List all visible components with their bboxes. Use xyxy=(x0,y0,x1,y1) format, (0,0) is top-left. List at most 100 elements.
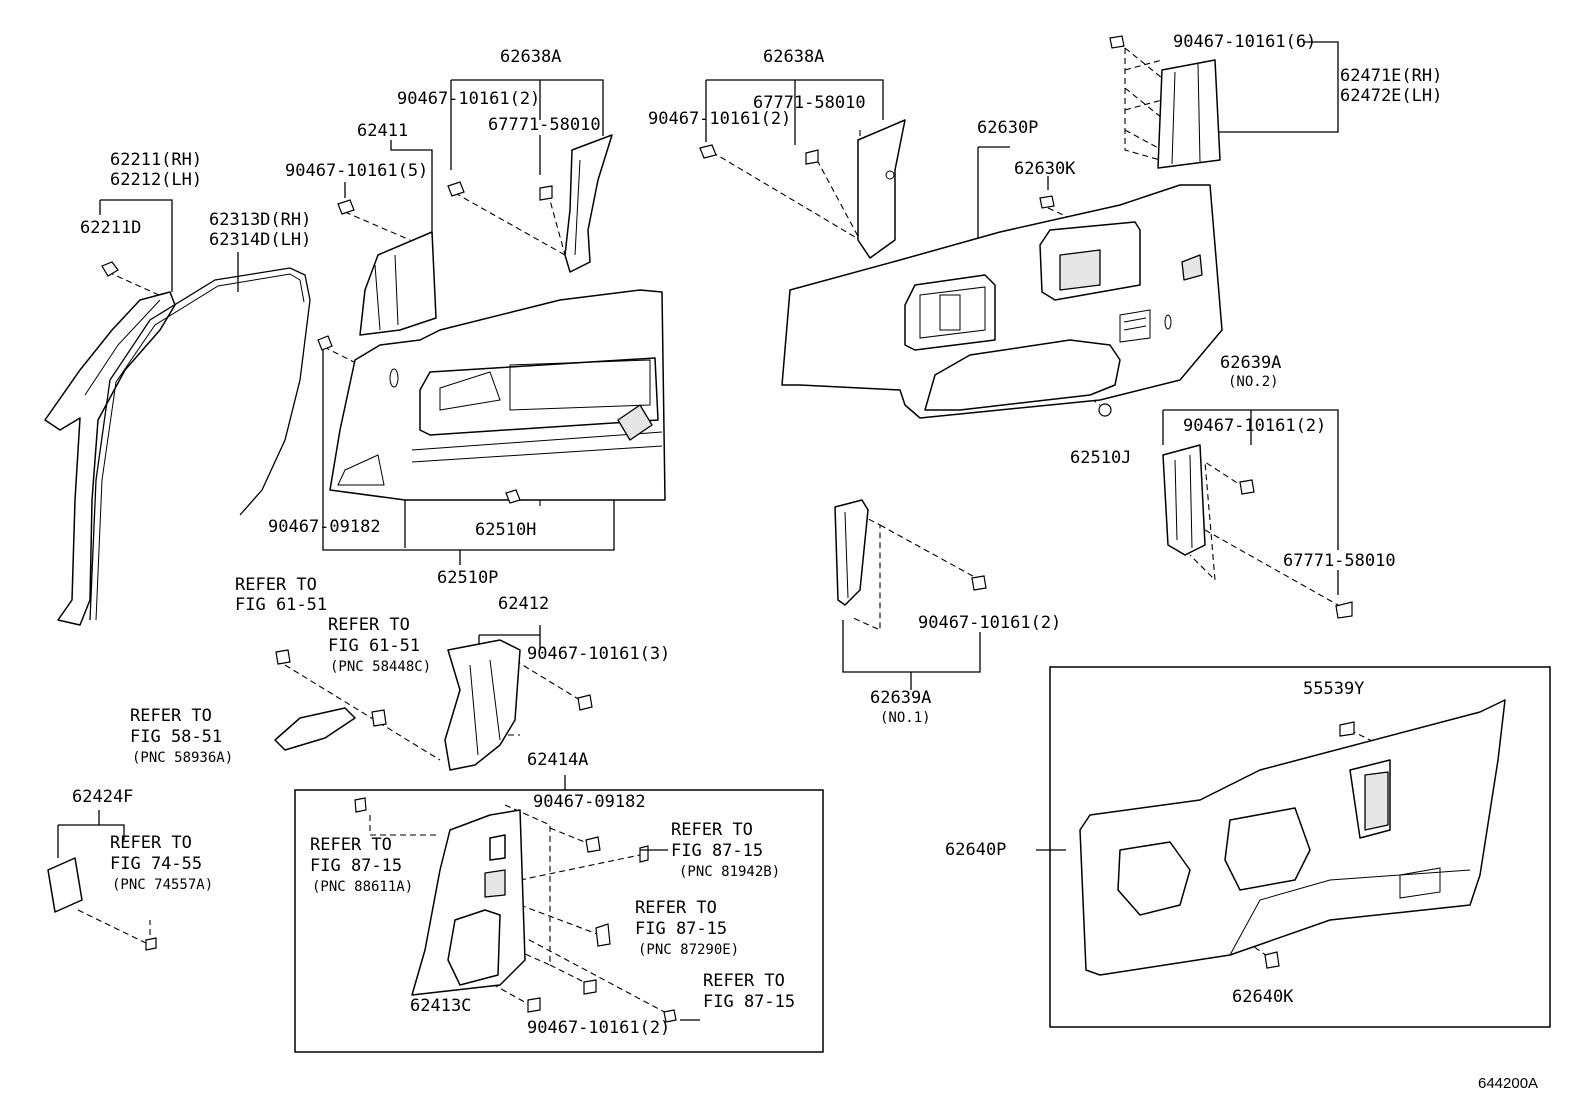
ref-61-51-b-line3: (PNC 58448C) xyxy=(330,659,431,675)
label-90467-10161-5: 90467-10161(5) xyxy=(285,161,428,181)
label-62414A: 62414A xyxy=(527,750,588,770)
ref-87-15-c-line3: (PNC 87290E) xyxy=(638,942,739,958)
label-62639A-no1-sub: (NO.1) xyxy=(880,710,931,726)
clip-icon xyxy=(585,836,601,853)
upper-quarter-trim xyxy=(359,231,437,336)
clip-icon xyxy=(447,181,465,197)
ref-87-15-b-line1: REFER TO xyxy=(671,820,753,840)
ref-58-51-line2: FIG 58-51 xyxy=(130,727,222,747)
ref-87-15-a-line3: (PNC 88611A) xyxy=(312,879,413,895)
clip-icon xyxy=(145,937,157,951)
door-weatherstrip xyxy=(89,267,311,621)
ref-61-51-a-line2: FIG 61-51 xyxy=(235,595,327,615)
label-67771-58010-b: 67771-58010 xyxy=(753,93,866,113)
clip-icon xyxy=(1239,479,1255,495)
clip-icon xyxy=(583,979,597,995)
label-62412: 62412 xyxy=(498,594,549,614)
label-62638A-left: 62638A xyxy=(500,47,561,67)
clip-icon xyxy=(1339,721,1355,737)
clip-icon xyxy=(971,575,987,591)
reference-notes: REFER TO FIG 61-51 REFER TO FIG 61-51 (P… xyxy=(110,575,795,1021)
diagram-id: 644200A xyxy=(1478,1075,1538,1092)
clip-icon xyxy=(1264,951,1280,969)
detail-box-62640P xyxy=(1049,666,1551,1028)
clip-icon xyxy=(663,1009,677,1023)
label-62314D-lh: 62314D(LH) xyxy=(209,230,311,250)
clip-icon xyxy=(1109,35,1125,49)
label-90467-09182-b: 90467-09182 xyxy=(533,792,646,812)
ref-87-15-d-line2: FIG 87-15 xyxy=(703,992,795,1012)
label-62630P: 62630P xyxy=(977,118,1038,138)
label-62640K: 62640K xyxy=(1232,987,1294,1007)
back-door-side-garnish xyxy=(1157,59,1221,169)
clip-icon xyxy=(595,923,611,947)
ref-58-51-line1: REFER TO xyxy=(130,706,212,726)
label-62510H: 62510H xyxy=(475,520,536,540)
clip-icon xyxy=(275,649,291,665)
fasteners xyxy=(101,35,1355,1023)
label-62630K: 62630K xyxy=(1014,159,1076,179)
ref-61-51-a-line1: REFER TO xyxy=(235,575,317,595)
pillar-garnish-no1 xyxy=(834,499,869,606)
deck-trim-side xyxy=(411,809,526,996)
quarter-trim-panel-assembly xyxy=(1079,699,1506,976)
label-90467-10161-2-a: 90467-10161(2) xyxy=(397,89,540,109)
lower-quarter-trim xyxy=(444,639,521,771)
label-90467-10161-2-c: 90467-10161(2) xyxy=(1183,416,1326,436)
clip-icon xyxy=(699,144,717,159)
pillar-garnish-no2 xyxy=(1162,444,1206,556)
label-90467-10161-2-b: 90467-10161(2) xyxy=(648,109,791,129)
label-62411: 62411 xyxy=(357,121,408,141)
quarter-trim-panel-right xyxy=(781,184,1223,419)
label-62211D: 62211D xyxy=(80,218,141,238)
ref-74-55-line3: (PNC 74557A) xyxy=(112,877,213,893)
ref-87-15-a-line1: REFER TO xyxy=(310,835,392,855)
label-67771-58010-a: 67771-58010 xyxy=(488,115,601,135)
center-pillar-right xyxy=(857,119,906,259)
label-62313D-rh: 62313D(RH) xyxy=(209,210,311,230)
ref-87-15-c-line2: FIG 87-15 xyxy=(635,919,727,939)
clip-icon xyxy=(505,489,521,504)
clip-icon xyxy=(1098,403,1112,417)
label-90467-10161-3: 90467-10161(3) xyxy=(527,644,670,664)
label-62510P: 62510P xyxy=(437,568,498,588)
ref-74-55-line1: REFER TO xyxy=(110,833,192,853)
clip-icon xyxy=(101,261,119,277)
center-pillar-left xyxy=(564,134,613,273)
label-62639A-no2: 62639A xyxy=(1220,353,1281,373)
detail-box-62414A xyxy=(294,789,824,1053)
label-90467-10161-2-d: 90467-10161(2) xyxy=(918,613,1061,633)
part-labels: 62638A 90467-10161(2) 67771-58010 62411 … xyxy=(72,32,1442,1038)
assist-grip xyxy=(274,707,356,751)
front-pillar-garnish xyxy=(44,291,176,626)
label-55539Y: 55539Y xyxy=(1303,679,1364,699)
clip-icon xyxy=(337,199,355,215)
clip-icon xyxy=(1039,195,1055,209)
clip-icon xyxy=(1335,601,1353,619)
clip-icon xyxy=(317,335,333,351)
clip-icon xyxy=(354,797,367,813)
leader-lines xyxy=(57,41,1339,858)
quarter-trim-panel-left xyxy=(329,289,666,501)
assembly-dashes xyxy=(77,47,1391,1016)
label-90467-10161-2-e: 90467-10161(2) xyxy=(527,1018,670,1038)
label-62212-lh: 62212(LH) xyxy=(110,170,202,190)
label-62639A-no2-sub: (NO.2) xyxy=(1228,374,1279,390)
ref-61-51-b-line2: FIG 61-51 xyxy=(328,636,420,656)
clip-icon xyxy=(639,845,649,863)
ref-87-15-d-line1: REFER TO xyxy=(703,971,785,991)
ref-87-15-b-line2: FIG 87-15 xyxy=(671,841,763,861)
label-62510J: 62510J xyxy=(1070,448,1131,468)
ref-74-55-line2: FIG 74-55 xyxy=(110,854,202,874)
clip-icon xyxy=(371,709,387,727)
small-trim-cover xyxy=(47,857,83,913)
label-62211-rh: 62211(RH) xyxy=(110,150,202,170)
label-62424F: 62424F xyxy=(72,787,133,807)
label-62639A-no1: 62639A xyxy=(870,688,931,708)
label-90467-10161-6: 90467-10161(6) xyxy=(1173,32,1316,52)
ref-61-51-b-line1: REFER TO xyxy=(328,615,410,635)
ref-87-15-c-line1: REFER TO xyxy=(635,898,717,918)
label-90467-09182-a: 90467-09182 xyxy=(268,517,381,537)
clip-icon xyxy=(577,694,593,711)
